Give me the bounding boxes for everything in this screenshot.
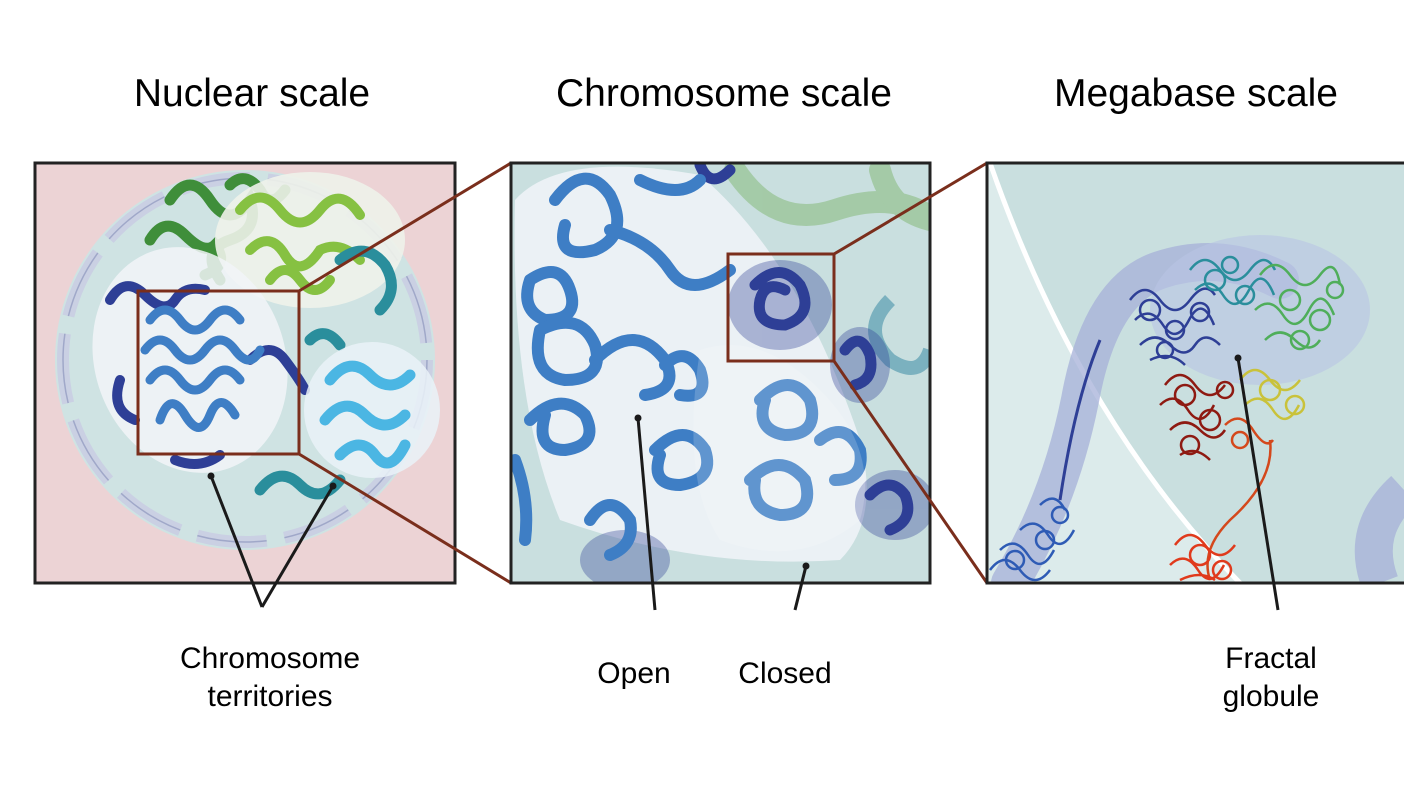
pointer-territory-1 bbox=[209, 475, 264, 608]
pointer-open bbox=[636, 417, 657, 611]
label-fractal-globule-line2: globule bbox=[1222, 680, 1320, 713]
label-fractal-globule: Fractal globule bbox=[1186, 640, 1356, 716]
zoom-box-nuclear bbox=[136, 289, 301, 456]
territory-light-green bbox=[235, 192, 365, 295]
label-chromosome-territories-line2: territories bbox=[207, 680, 333, 713]
zoom-box-chromosome bbox=[726, 252, 836, 363]
territory-teal bbox=[254, 245, 397, 500]
zoom-line-bottom-1 bbox=[298, 452, 512, 585]
panel-title-megabase: Megabase scale bbox=[1053, 72, 1338, 115]
label-open: Open bbox=[597, 657, 671, 690]
pointer-closed bbox=[793, 565, 808, 611]
label-chromosome-territories-line1: Chromosome bbox=[179, 642, 361, 675]
territory-mid-blue bbox=[140, 305, 265, 432]
pointer-fractal-globule bbox=[1236, 357, 1280, 611]
zoom-line-top-2 bbox=[833, 161, 988, 256]
territory-light-blue bbox=[319, 360, 416, 469]
zoom-line-top-1 bbox=[298, 161, 512, 293]
zoom-line-bottom-2 bbox=[832, 360, 989, 584]
label-chromosome-territories: Chromosome territories bbox=[150, 640, 390, 716]
open-chromatin bbox=[511, 172, 867, 561]
label-closed: Closed bbox=[738, 657, 832, 690]
pointer-territory-2 bbox=[260, 485, 335, 608]
pointer-lines bbox=[209, 357, 1280, 611]
megabase-scale-panel bbox=[985, 161, 1404, 585]
panel-title-chromosome: Chromosome scale bbox=[556, 72, 892, 115]
label-fractal-globule-line1: Fractal bbox=[1225, 642, 1317, 675]
panel-title-nuclear: Nuclear scale bbox=[133, 72, 371, 115]
chromosome-scale-panel bbox=[509, 161, 932, 585]
fractal-globule bbox=[989, 235, 1370, 582]
nuclear-scale-panel bbox=[33, 161, 457, 585]
